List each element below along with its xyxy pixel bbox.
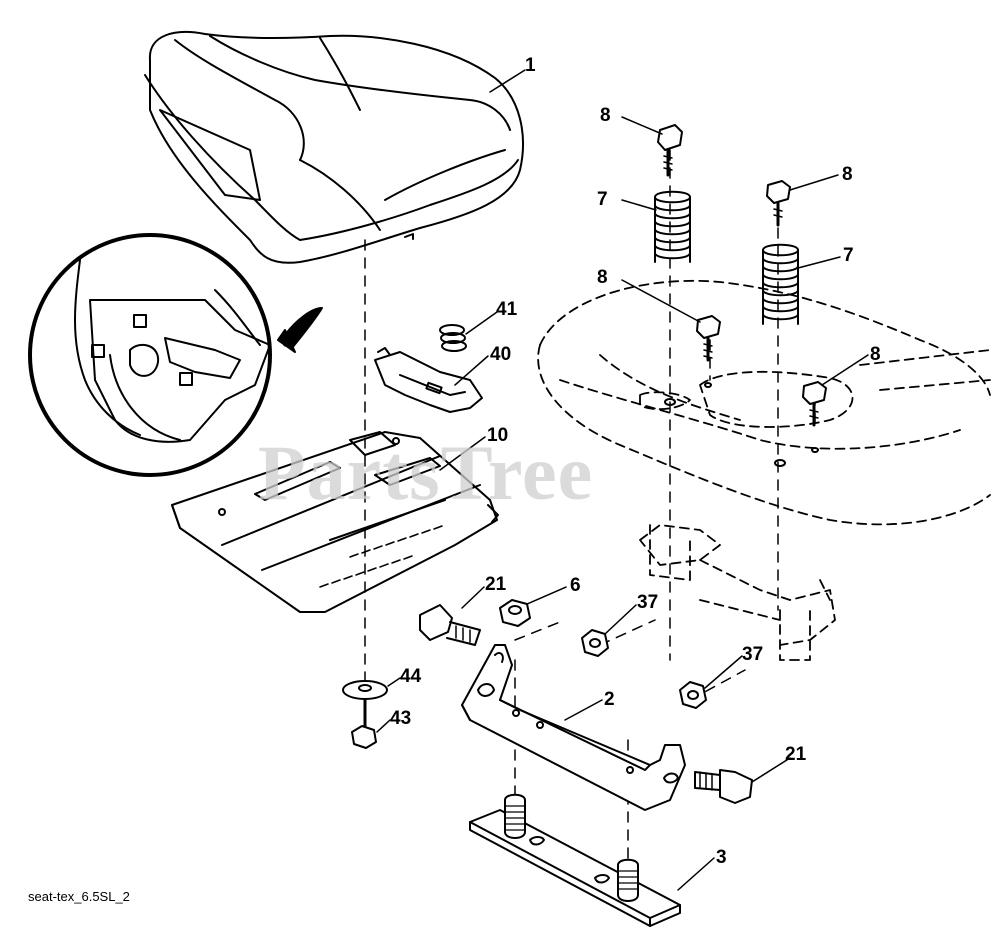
coil-spring-7-left xyxy=(654,190,691,263)
base-plate-3 xyxy=(469,809,681,927)
stud-left xyxy=(504,793,526,839)
seat-bracket-2 xyxy=(461,644,686,811)
coil-spring-7-right xyxy=(762,243,799,325)
callout-7: 7 xyxy=(843,245,854,266)
callout-8: 8 xyxy=(870,344,881,365)
shoulder-bolt-21-right xyxy=(694,769,753,804)
callout-21: 21 xyxy=(485,574,507,595)
callout-6: 6 xyxy=(570,575,581,596)
bolt-8-middle-left xyxy=(696,315,721,362)
callout-41: 41 xyxy=(496,299,518,320)
callout-2: 2 xyxy=(604,689,615,710)
seat-pan xyxy=(171,431,499,613)
callout-44: 44 xyxy=(400,666,422,687)
bolt-8-upper-left xyxy=(657,124,683,177)
washer-44 xyxy=(342,680,388,700)
bolt-8-lower-right xyxy=(802,381,827,427)
callout-43: 43 xyxy=(390,708,412,729)
stud-right xyxy=(617,858,639,902)
callout-8: 8 xyxy=(842,164,853,185)
callout-10: 10 xyxy=(487,425,509,446)
callout-21: 21 xyxy=(785,744,807,765)
callout-40: 40 xyxy=(490,344,512,365)
leader-lines xyxy=(376,69,869,891)
detail-inset xyxy=(28,233,323,477)
watermark: PartsTree xyxy=(258,429,594,516)
small-spring xyxy=(439,324,467,352)
callout-37: 37 xyxy=(637,592,659,613)
shoulder-bolt-21-left xyxy=(419,604,481,646)
callout-3: 3 xyxy=(716,847,727,868)
bolt-8-upper-right xyxy=(766,180,791,227)
bolt-43 xyxy=(351,698,377,749)
nut-37-lower xyxy=(679,681,707,709)
callout-1: 1 xyxy=(525,55,536,76)
seat xyxy=(144,31,524,264)
diagram-reference-code: seat-tex_6.5SL_2 xyxy=(28,889,130,904)
nut-37-upper xyxy=(581,629,609,657)
tractor-body-outline xyxy=(537,279,991,661)
callout-7: 7 xyxy=(597,189,608,210)
callout-8: 8 xyxy=(597,267,608,288)
callout-37: 37 xyxy=(742,644,764,665)
latch-plate xyxy=(374,347,483,413)
callout-8: 8 xyxy=(600,105,611,126)
nut-6 xyxy=(499,599,531,627)
